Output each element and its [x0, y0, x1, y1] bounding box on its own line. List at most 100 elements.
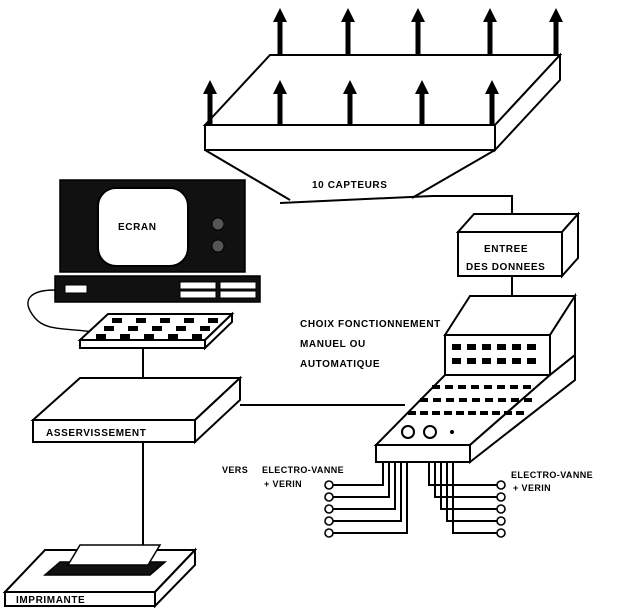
- valve-line-right: [434, 462, 506, 502]
- entree-top: [455, 213, 581, 233]
- upward-arrow-icon: [341, 8, 355, 55]
- electro-vanne-right-label: ELECTRO-VANNE: [511, 470, 593, 480]
- keyboard-keys: [96, 318, 218, 339]
- collector-right-line: [411, 149, 496, 199]
- entree-box: ENTREE DES DONNEES: [455, 211, 581, 279]
- indicator-light: [482, 358, 491, 364]
- drive-slot-3: [179, 290, 217, 299]
- valve-terminal-icon: [324, 528, 334, 538]
- keyboard-key: [160, 318, 170, 323]
- valve-line-right: [428, 462, 506, 490]
- indicator-light: [527, 344, 536, 350]
- console-switch: [523, 385, 531, 389]
- valve-terminal-icon: [496, 528, 506, 538]
- keyboard-key: [128, 326, 138, 331]
- valve-line-left: [324, 462, 408, 538]
- indicator-light: [482, 344, 491, 350]
- control-console: [373, 292, 577, 465]
- console-switch: [492, 411, 500, 415]
- capteurs-label: 10 CAPTEURS: [312, 180, 388, 191]
- keyboard-key: [136, 318, 146, 323]
- electro-vanne-left-label: ELECTRO-VANNE: [262, 465, 344, 475]
- upward-arrow-icon: [549, 8, 563, 55]
- console-switch: [456, 411, 464, 415]
- console-switch: [485, 398, 493, 402]
- upward-arrow-icon: [273, 80, 287, 125]
- keyboard-key: [120, 334, 130, 339]
- valve-line-right: [440, 462, 506, 514]
- entree-label-line2: DES DONNEES: [466, 262, 545, 273]
- valve-terminal-icon: [324, 504, 334, 514]
- indicator-light: [452, 358, 461, 364]
- platform-side: [494, 52, 561, 153]
- console-upper-front: [444, 334, 551, 376]
- keyboard-key: [192, 334, 202, 339]
- choix-label-line3: AUTOMATIQUE: [300, 359, 380, 370]
- console-dial-1: [401, 425, 415, 439]
- console-switch: [497, 385, 505, 389]
- printer: IMPRIMANTE: [2, 544, 198, 609]
- verin-right-label: + VERIN: [513, 483, 551, 493]
- entree-side: [561, 211, 579, 279]
- printer-side: [154, 547, 196, 609]
- indicator-light: [497, 344, 506, 350]
- platform-front: [204, 124, 496, 151]
- console-front: [375, 444, 471, 463]
- console-indicators: [452, 344, 536, 364]
- valve-terminal-icon: [324, 492, 334, 502]
- upward-arrow-icon: [415, 80, 429, 125]
- valve-outputs: [324, 462, 506, 538]
- console-switch: [444, 411, 452, 415]
- console-switch: [432, 411, 440, 415]
- indicator-light: [512, 358, 521, 364]
- console-switch: [446, 398, 454, 402]
- collector-bar: [279, 195, 433, 204]
- valve-terminal-icon: [496, 480, 506, 490]
- keyboard-side: [204, 311, 233, 351]
- upward-arrow-icon: [411, 8, 425, 55]
- imprimante-label: IMPRIMANTE: [16, 595, 85, 606]
- printer-paper: [66, 544, 162, 566]
- indicator-light: [467, 358, 476, 364]
- indicator-light: [497, 358, 506, 364]
- console-led: [450, 430, 454, 434]
- console-switch: [472, 398, 480, 402]
- console-switch: [471, 385, 479, 389]
- keyboard: [77, 311, 235, 351]
- sensor-platform: [202, 52, 563, 153]
- keyboard-key: [152, 326, 162, 331]
- valve-line-left: [324, 462, 396, 514]
- drive-slot-1: [179, 281, 217, 290]
- vers-label: VERS: [222, 465, 248, 475]
- console-switch: [504, 411, 512, 415]
- valve-terminal-icon: [496, 516, 506, 526]
- console-switch: [511, 398, 519, 402]
- keyboard-key: [168, 334, 178, 339]
- verin-left-label: + VERIN: [264, 479, 302, 489]
- keyboard-key: [104, 326, 114, 331]
- asservissement-box: ASSERVISSEMENT: [30, 375, 243, 445]
- indicator-light: [452, 344, 461, 350]
- console-switch: [516, 411, 524, 415]
- indicator-light: [512, 344, 521, 350]
- console-switch: [480, 411, 488, 415]
- valve-terminal-icon: [324, 516, 334, 526]
- entree-label-line1: ENTREE: [484, 244, 528, 255]
- valve-terminal-icon: [496, 492, 506, 502]
- console-switch: [524, 398, 532, 402]
- keyboard-key: [184, 318, 194, 323]
- monitor-knob-1: [211, 217, 225, 231]
- keyboard-key: [176, 326, 186, 331]
- keyboard-key: [112, 318, 122, 323]
- console-switch: [498, 398, 506, 402]
- upward-arrow-icon: [273, 8, 287, 55]
- capteurs-to-entree-line: [432, 195, 513, 218]
- keyboard-front: [79, 339, 206, 349]
- ecran-label: ECRAN: [118, 222, 157, 233]
- console-switch: [484, 385, 492, 389]
- monitor-screen: [97, 187, 189, 267]
- base-unit-slot: [64, 284, 88, 294]
- console-switch: [458, 385, 466, 389]
- upward-arrow-icon: [483, 8, 497, 55]
